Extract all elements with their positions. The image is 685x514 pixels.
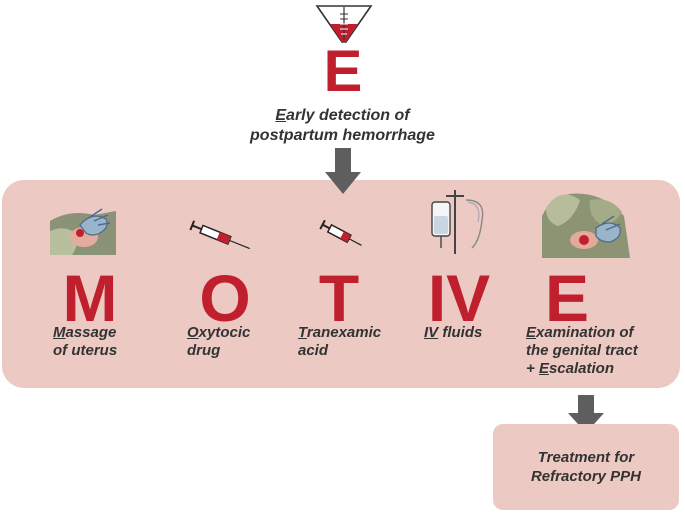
- step-massage-line2: of uterus: [53, 342, 118, 359]
- caption-line1: arly detection of: [286, 107, 410, 124]
- step-tranexamic-initial: T: [298, 324, 307, 341]
- letter-t: T: [318, 261, 360, 335]
- step-tranexamic-line2: acid: [298, 342, 329, 359]
- letter-m: M: [62, 261, 118, 335]
- syringe-icon: [318, 219, 366, 250]
- letter-e: E: [544, 261, 590, 335]
- refractory-pph-box: Treatment for Refractory PPH: [493, 424, 679, 510]
- step-massage-label: Massage of uterus: [53, 324, 153, 360]
- step-massage-line1: assage: [65, 324, 117, 341]
- caption-line2: postpartum hemorrhage: [250, 127, 435, 144]
- step-iv-initial: IV: [424, 324, 439, 341]
- step-massage-initial: M: [53, 324, 66, 341]
- step-examination-line1: xamination of: [536, 324, 634, 341]
- caption-initial: E: [275, 107, 287, 124]
- step-iv-fluids-label: IV fluids: [424, 324, 524, 342]
- letter-o: O: [199, 261, 251, 335]
- step-iv-line1: fluids: [438, 324, 483, 341]
- letter-iv: IV: [427, 261, 491, 335]
- step-examination-initial: E: [526, 324, 537, 341]
- step-oxytocic-line1: xytocic: [198, 324, 251, 341]
- down-arrow-icon: [323, 148, 363, 196]
- blood-collection-drape-icon: [313, 2, 375, 44]
- step-oxytocic-initial: O: [187, 324, 199, 341]
- step-examination-label: Examination of the genital tract + Escal…: [526, 324, 676, 378]
- step-examination-line2: the genital tract: [526, 342, 638, 359]
- step-oxytocic-line2: drug: [187, 342, 221, 359]
- step-escalation-rest: scalation: [548, 360, 614, 377]
- step-tranexamic-line1: ranexamic: [306, 324, 382, 341]
- iv-drip-icon: [426, 190, 488, 254]
- refractory-line1: Treatment for: [537, 449, 635, 466]
- step-escalation-prefix: +: [526, 360, 539, 377]
- refractory-line2: Refractory PPH: [530, 468, 642, 485]
- step-escalation-initial: E: [538, 360, 549, 377]
- step-tranexamic-label: Tranexamic acid: [298, 324, 408, 360]
- genital-exam-icon: [540, 186, 632, 258]
- step-oxytocic-label: Oxytocic drug: [187, 324, 287, 360]
- early-detection-caption: Early detection of postpartum hemorrhage: [200, 106, 485, 146]
- uterine-massage-icon: [50, 203, 116, 255]
- syringe-icon: [188, 220, 254, 254]
- down-arrow-icon: [566, 395, 606, 435]
- early-detection-letter: E: [323, 39, 363, 104]
